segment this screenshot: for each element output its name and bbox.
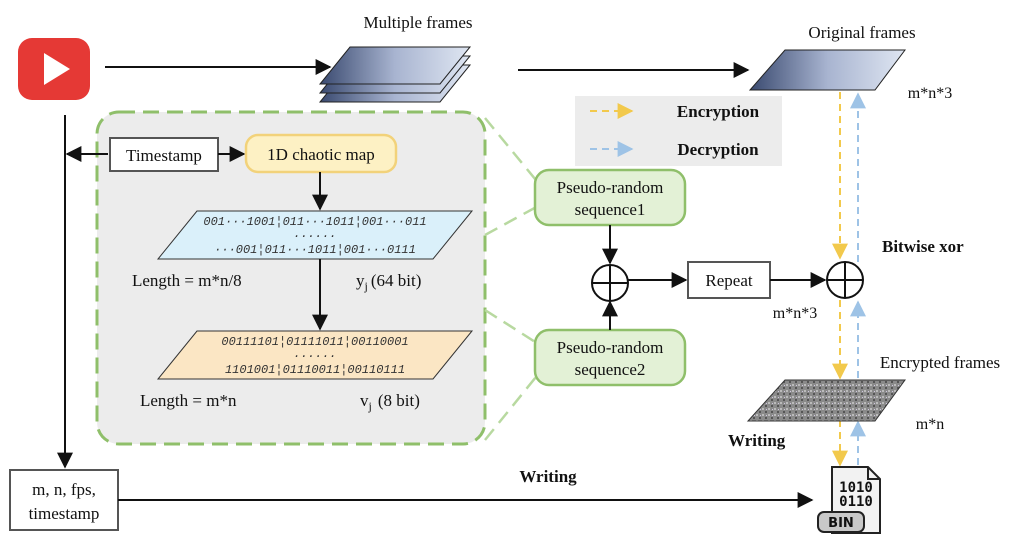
metadata-box: [9, 469, 119, 531]
encrypted-size-label: m*n: [916, 416, 944, 433]
bitwise-xor-label: Bitwise xor: [882, 237, 964, 256]
encrypted-frames-image: [746, 379, 906, 422]
svg-text:BIN: BIN: [828, 516, 854, 531]
repeat-label: Repeat: [705, 271, 752, 290]
v-label: vj(8 bit): [360, 391, 420, 413]
timestamp-label: Timestamp: [126, 146, 202, 165]
zoom-fan-lines: [484, 117, 541, 441]
writing-metadata-label: Writing: [519, 467, 577, 486]
sequence-y-parallelogram: [156, 210, 474, 260]
y-label: yj(64 bit): [356, 271, 421, 293]
svg-text:1010: 1010: [839, 480, 873, 496]
legend: Encryption Decryption: [575, 96, 782, 166]
sequence-y-line1: 001···1001¦011···1011¦001···011: [203, 215, 426, 229]
original-frames-image: [748, 49, 906, 91]
length-v-label: Length = m*n: [140, 391, 237, 410]
original-size-label: m*n*3: [908, 85, 952, 102]
sequence-v-line1: 00111101¦01111011¦00110001: [221, 335, 408, 349]
repeat-size-label: m*n*3: [773, 305, 817, 322]
sequence-v-line2: 1101001¦01110011¦00110111: [225, 363, 405, 377]
chaotic-map-label: 1D chaotic map: [267, 145, 375, 164]
prs1-line2: sequence1: [575, 200, 646, 219]
bin-file-icon: 1010 0110 BIN: [817, 466, 881, 534]
multiple-frames-label: Multiple frames: [363, 13, 472, 32]
legend-encryption: Encryption: [677, 102, 760, 121]
metadata-line2: timestamp: [29, 504, 100, 523]
sequence-v-parallelogram: [156, 330, 474, 380]
bitwise-xor-icon: [826, 261, 864, 299]
sequence-v-dots: ......: [293, 347, 336, 361]
sequence-y-line2: ···001¦011···1011¦001···0111: [214, 243, 416, 257]
original-frames-label: Original frames: [808, 23, 915, 42]
repeat-box: [687, 261, 771, 299]
legend-decryption: Decryption: [677, 140, 759, 159]
length-y-label: Length = m*n/8: [132, 271, 242, 290]
writing-frames-label: Writing: [728, 431, 786, 450]
multiple-frames-image: [318, 46, 472, 103]
metadata-line1: m, n, fps,: [32, 480, 96, 499]
prs1-line1: Pseudo-random: [557, 178, 664, 197]
prs2-line1: Pseudo-random: [557, 338, 664, 357]
prs2-line2: sequence2: [575, 360, 646, 379]
encrypted-frames-label: Encrypted frames: [880, 353, 1000, 372]
svg-text:0110: 0110: [839, 494, 873, 510]
xor-icon: [591, 264, 629, 302]
sequence-y-dots: ......: [293, 227, 336, 241]
video-play-icon: [18, 38, 90, 100]
